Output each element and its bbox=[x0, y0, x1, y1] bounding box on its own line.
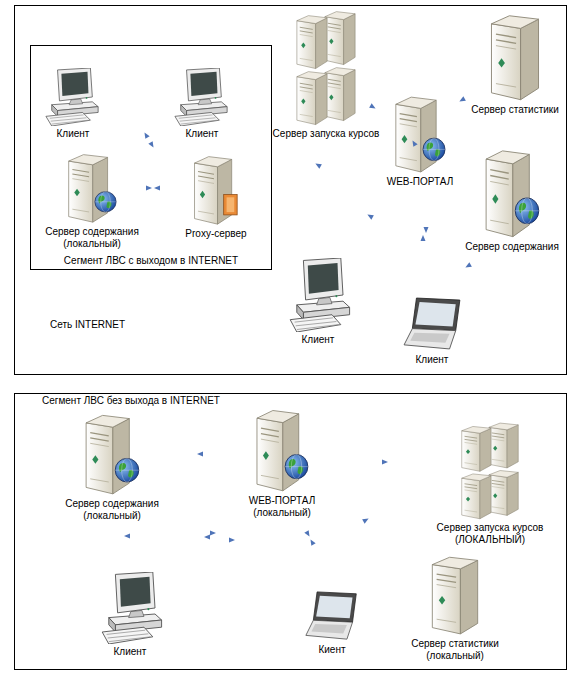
arrowhead bbox=[304, 530, 311, 538]
node-label: Клиент bbox=[288, 334, 348, 346]
course-server-rack: Сервер запуска курсов bbox=[256, 8, 396, 140]
frame-title: Сегмент ЛВС без выхода в INTERNET bbox=[42, 395, 342, 407]
client-pc: Клиент bbox=[100, 572, 160, 658]
offline-lan-frame: Сегмент ЛВС без выхода в INTERNET Сервер … bbox=[14, 393, 567, 670]
arrowhead bbox=[369, 103, 377, 110]
arrowhead bbox=[204, 535, 210, 540]
icon-shape bbox=[257, 411, 308, 491]
client-laptop-icon bbox=[304, 590, 360, 642]
node-label: Сервер содержания bbox=[460, 241, 564, 253]
icon-shape bbox=[462, 423, 519, 519]
network-frame: Сеть INTERNET Сегмент ЛВС с выходом в INT… bbox=[14, 5, 567, 375]
course-server-rack: Сервер запуска курсов (ЛОКАЛЬНЫЙ) bbox=[420, 420, 560, 545]
web-portal-server: WEB-ПОРТАЛ bbox=[380, 92, 460, 188]
client-pc: Клиент bbox=[288, 258, 348, 346]
content-server-icon bbox=[482, 145, 542, 239]
content-server-icon bbox=[65, 150, 119, 224]
arrowhead bbox=[308, 538, 315, 546]
node-label: Клиент bbox=[172, 128, 232, 140]
icon-shape bbox=[297, 12, 355, 125]
node-label: Сервер содержания (локальный) bbox=[57, 498, 167, 521]
arrowhead bbox=[146, 186, 152, 191]
statistics-server-icon bbox=[428, 552, 482, 636]
client-pc-icon bbox=[288, 258, 354, 332]
icon-shape bbox=[432, 557, 477, 634]
content-server: Сервер содержания (локальный) bbox=[57, 410, 167, 521]
node-label: Клиент bbox=[43, 128, 103, 140]
icon-shape bbox=[175, 68, 227, 126]
arrowhead bbox=[458, 96, 466, 103]
icon-shape bbox=[102, 572, 161, 644]
icon-shape bbox=[491, 16, 538, 100]
client-pc: Клиент bbox=[43, 68, 103, 140]
client-laptop: Клиент bbox=[402, 296, 462, 366]
client-pc-icon bbox=[44, 68, 102, 126]
node-label: Киент bbox=[302, 644, 362, 656]
icon-shape bbox=[396, 97, 445, 172]
web-portal-server-icon bbox=[392, 92, 448, 174]
icon-shape bbox=[46, 68, 98, 126]
icon-shape bbox=[404, 298, 460, 349]
node-label: Сервер запуска курсов bbox=[256, 128, 396, 140]
icon-shape bbox=[290, 258, 349, 332]
icon-shape bbox=[86, 415, 139, 493]
node-label: Сервер статистики bbox=[463, 104, 567, 116]
arrowhead bbox=[148, 141, 155, 149]
arrowhead bbox=[424, 227, 429, 233]
icon-shape bbox=[486, 151, 539, 237]
arrowhead bbox=[366, 212, 374, 219]
arrowhead bbox=[210, 531, 216, 536]
arrowhead bbox=[124, 534, 130, 539]
node-label: WEB-ПОРТАЛ bbox=[380, 176, 460, 188]
node-label: Proxy-сервер bbox=[176, 228, 256, 240]
node-label: Сервер статистики (локальный) bbox=[400, 638, 510, 661]
node-label: Сервер содержания (локальный) bbox=[37, 226, 147, 249]
client-laptop: Киент bbox=[302, 590, 362, 656]
lan-segment-frame: Сегмент ЛВС с выходом в INTERNET Клиент Кл… bbox=[30, 45, 272, 270]
client-pc-icon bbox=[100, 572, 166, 644]
content-server: Сервер содержания bbox=[460, 145, 564, 253]
web-portal-server: WEB-ПОРТАЛ (локальный) bbox=[237, 405, 327, 518]
frame-title: Сеть INTERNET bbox=[50, 319, 250, 331]
arrowhead bbox=[197, 452, 203, 457]
content-server: Сервер содержания (локальный) bbox=[37, 150, 147, 249]
content-server-icon bbox=[82, 410, 142, 496]
arrowhead bbox=[154, 186, 160, 191]
arrowhead bbox=[314, 161, 322, 168]
frame-title: Сегмент ЛВС с выходом в INTERNET bbox=[31, 255, 271, 267]
node-label: Клиент bbox=[100, 646, 160, 658]
arrowhead bbox=[464, 262, 472, 269]
node-label: Сервер запуска курсов (ЛОКАЛЬНЫЙ) bbox=[420, 522, 560, 545]
proxy-server-icon bbox=[191, 152, 241, 226]
statistics-server: Сервер статистики bbox=[463, 10, 567, 116]
node-label: Клиент bbox=[402, 354, 462, 366]
arrowhead bbox=[382, 460, 388, 465]
arrowhead bbox=[142, 131, 149, 139]
arrowhead bbox=[362, 516, 370, 523]
proxy-server: Proxy-сервер bbox=[176, 152, 256, 240]
statistics-server: Сервер статистики (локальный) bbox=[400, 552, 510, 661]
node-label: WEB-ПОРТАЛ (локальный) bbox=[237, 495, 327, 518]
icon-shape bbox=[69, 155, 116, 223]
client-laptop-icon bbox=[402, 296, 464, 352]
client-pc: Клиент bbox=[172, 68, 232, 140]
client-pc-icon bbox=[173, 68, 231, 126]
web-portal-server-icon bbox=[253, 405, 311, 493]
icon-shape bbox=[195, 157, 238, 225]
arrowhead bbox=[229, 538, 235, 543]
course-server-rack-icon bbox=[457, 420, 523, 520]
course-server-rack-icon bbox=[292, 8, 360, 126]
icon-shape bbox=[306, 592, 356, 639]
statistics-server-icon bbox=[487, 10, 543, 102]
arrowhead bbox=[421, 235, 426, 241]
arrowhead-group bbox=[124, 96, 472, 546]
